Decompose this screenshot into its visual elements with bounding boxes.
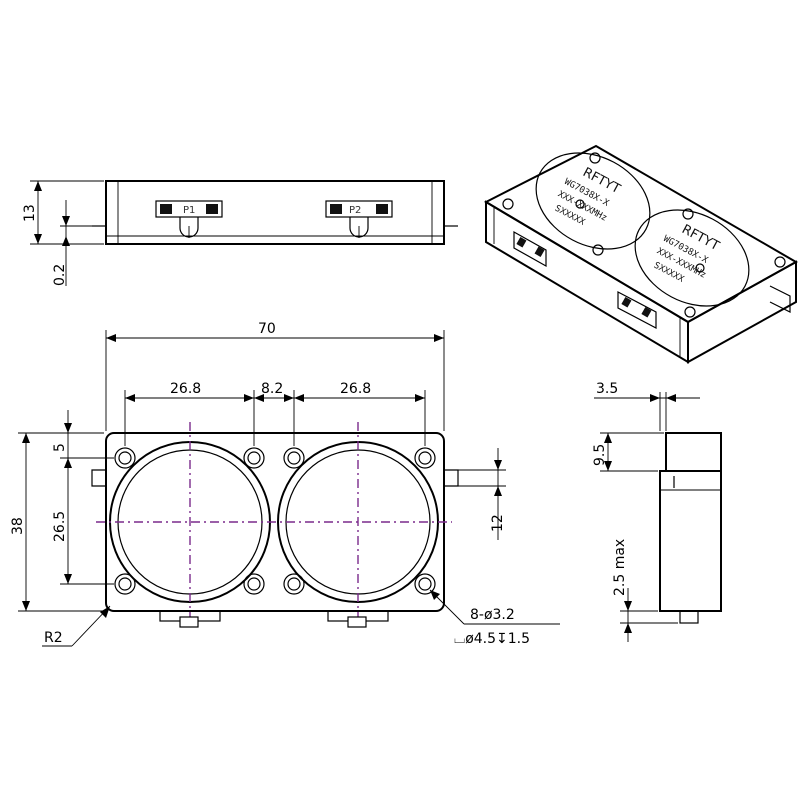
dim-end-thickness: 3.5 — [596, 381, 618, 397]
iso-front-face — [485, 200, 689, 364]
dim-hole-center-gap: 8.2 — [261, 381, 283, 397]
top-view-connectors — [159, 610, 389, 628]
iso-label-2: RFTYT WG7038X-X XXX-XXXMHz SXXXXX — [634, 209, 750, 307]
iso-connector-1 — [513, 230, 547, 268]
end-view-body — [659, 470, 722, 612]
dim-corner-radius: R2 — [44, 630, 63, 646]
iso-end-face — [687, 260, 797, 364]
dim-overall-length: 70 — [258, 321, 276, 337]
isometric-view: RFTYT WG7038X-X XXX-XXXMHz SXXXXX RFTYT … — [483, 144, 799, 364]
side-view-body — [105, 180, 445, 245]
dim-hole-vertical-span: 26.5 — [52, 511, 68, 542]
dim-hole-edge-offset: 5 — [52, 443, 68, 452]
dim-overall-height: 38 — [10, 517, 26, 535]
end-view-upper — [665, 432, 722, 472]
side-view: P1 P2 13 0.2 — [22, 180, 458, 286]
dim-end-height: 9.5 — [592, 444, 608, 466]
port-label-2: P2 — [349, 205, 361, 216]
dim-side-offset: 0.2 — [52, 264, 68, 286]
side-view-connector-1: P1 — [155, 200, 223, 238]
center-lines — [96, 422, 452, 620]
dim-hole-callout: 8-ø3.2 — [470, 607, 515, 623]
iso-connector-2 — [617, 291, 657, 329]
dim-counterbore-callout: ⌴ø4.5↧1.5 — [454, 631, 530, 647]
end-view: 3.5 9.5 2.5 max — [592, 381, 722, 642]
dim-side-height: 13 — [22, 204, 38, 222]
dim-hole-span-left: 26.8 — [170, 381, 201, 397]
top-view: 70 26.8 8.2 26.8 38 5 26.5 — [10, 321, 560, 647]
dim-tab-height: 12 — [490, 514, 506, 532]
port-label-1: P1 — [183, 205, 195, 216]
dim-hole-span-right: 26.8 — [340, 381, 371, 397]
mounting-holes — [114, 447, 436, 595]
dim-connector-protrusion: 2.5 max — [612, 539, 628, 596]
side-view-connector-2: P2 — [325, 200, 393, 238]
iso-top-face — [483, 144, 799, 324]
